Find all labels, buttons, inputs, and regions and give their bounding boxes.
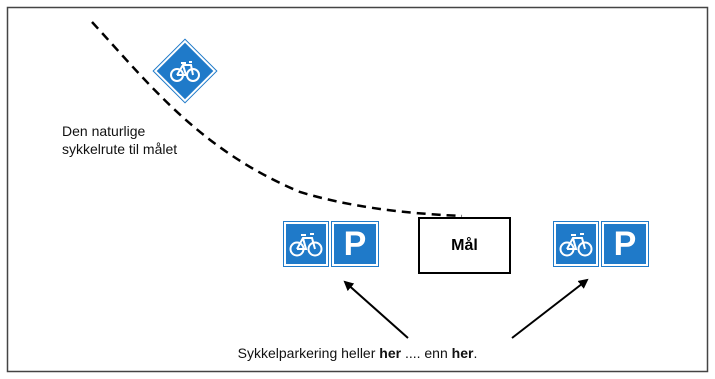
- caption: Sykkelparkering heller her .... enn her.: [0, 345, 715, 361]
- bicycle-route-line: [91, 21, 463, 218]
- route-label-line2: sykkelrute til målet: [62, 141, 178, 157]
- parking-icon: P: [613, 225, 637, 263]
- diagram-border: [6, 6, 709, 373]
- caption-part2: .... enn: [401, 345, 452, 361]
- bicycle-icon: [170, 61, 200, 82]
- parking-sign-left: P: [332, 222, 378, 266]
- bicycle-icon: [289, 233, 323, 257]
- route-label: Den naturlige sykkelrute til målet: [62, 122, 232, 158]
- bicycle-sign-right: [554, 222, 598, 266]
- goal-box: Mål: [418, 217, 511, 274]
- caption-part3: .: [473, 345, 478, 361]
- route-label-line1: Den naturlige: [62, 123, 146, 139]
- goal-label: Mål: [451, 236, 478, 254]
- bicycle-icon: [559, 233, 593, 257]
- arrow-right: [511, 278, 589, 339]
- bicycle-sign-left: [284, 222, 328, 266]
- parking-sign-right: P: [602, 222, 648, 266]
- caption-part1: Sykkelparkering heller: [237, 345, 380, 361]
- parking-icon: P: [343, 225, 367, 263]
- caption-her2: her: [451, 345, 474, 361]
- caption-her1: her: [379, 345, 402, 361]
- arrow-left: [343, 280, 409, 339]
- bicycle-route-sign: [153, 39, 217, 103]
